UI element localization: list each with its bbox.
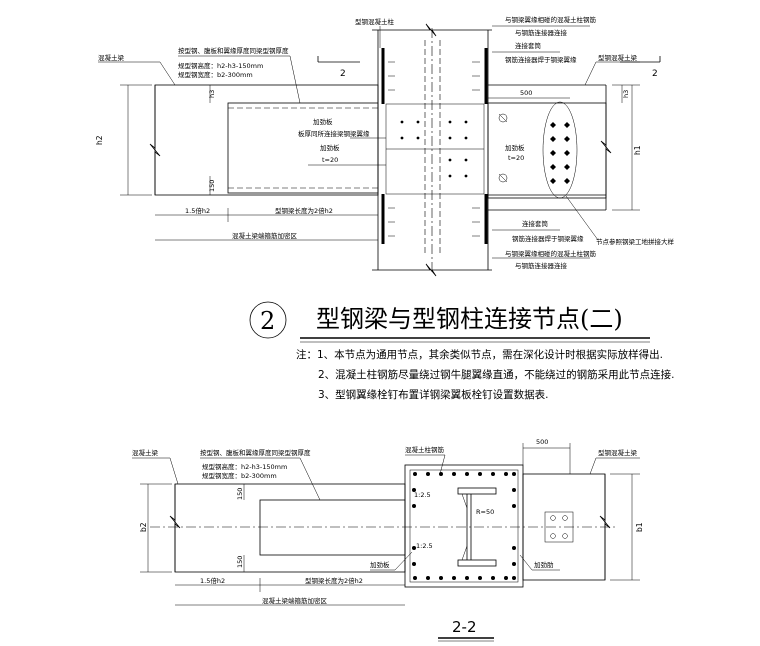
- label-bolt-note: 节点参照钢梁工地拼接大样: [596, 237, 675, 246]
- elevation-view: 2 2 h2 h3 150 h1 h3 500 1.5倍h2 型钢梁长度为2倍h…: [95, 15, 675, 277]
- slope-2: 1:2.5: [416, 542, 433, 550]
- note-line-2: 2、混凝土柱钢筋尽量绕过钢牛腿翼缘直通，不能绕过的钢筋采用此节点连接.: [318, 368, 675, 381]
- rebar-connectors: [498, 113, 508, 183]
- dim-500-section: 500: [536, 438, 548, 446]
- column-studs: [388, 61, 480, 237]
- section-column: [404, 464, 524, 588]
- drawing-title: 2 型钢梁与型钢柱连接节点(二): [249, 301, 650, 343]
- dim-b2: b2: [139, 522, 148, 532]
- dim-anchor-zone-top: 混凝土梁端箍筋加密区: [232, 231, 298, 240]
- section-column-rebars: [412, 472, 516, 580]
- label-t20-b: t=20: [508, 154, 524, 162]
- panel-bolts: [400, 120, 468, 178]
- dim-b1: b1: [635, 522, 644, 532]
- label-height-note-top: 按型钢、腹板和翼缘厚度同梁型钢厚度: [178, 46, 289, 55]
- label-connector-2: 连接套筒: [522, 219, 549, 228]
- left-beam-break: [149, 85, 161, 195]
- slope-1: 1:2.5: [414, 491, 431, 499]
- dim-150-left: 150: [208, 180, 216, 192]
- section-label-stiffener: 加劲板: [370, 560, 390, 569]
- column-break-bottom: [372, 263, 492, 277]
- note-line-1: 注：1、本节点为通用节点，其余类似节点，需在深化设计时根据实际放样得出.: [296, 348, 663, 361]
- section-label-steel-width: 规型钢宽度：b2-300mm: [202, 471, 277, 480]
- label-column-rebar-pass: 与钢梁翼缘相碰的混凝土柱钢筋: [505, 15, 597, 24]
- dim-anchor-zone-section: 混凝土梁端箍筋加密区: [262, 596, 328, 605]
- label-stiffener-1: 加劲板: [313, 117, 333, 126]
- label-column-rebar-connector: 与钢筋连接器连接: [515, 28, 568, 37]
- section-label-stiffener-rib: 加劲肋: [534, 560, 554, 569]
- title-circle-number: 2: [260, 307, 275, 335]
- title-circle: [249, 301, 287, 339]
- section-splice-plate: [544, 511, 574, 543]
- label-t20-a: t=20: [322, 156, 338, 164]
- splice-ellipse: [542, 101, 578, 199]
- label-column-rebar-connector-2: 与钢筋连接器连接: [515, 261, 568, 270]
- section-concrete-beam: [174, 483, 406, 573]
- section-label-steel-concrete-beam: 型钢混凝土梁: [598, 448, 638, 457]
- dim-150-bottom: 150: [236, 556, 244, 568]
- label-column-rebar-pass-2: 与钢梁翼缘相碰的混凝土柱钢筋: [505, 249, 597, 258]
- dim-h3-left: h3: [208, 90, 216, 98]
- note-line-3: 3、型钢翼缘栓钉布置详钢梁翼板栓钉设置数据表.: [318, 388, 549, 401]
- dim-beam-length-top: 型钢梁长度为2倍h2: [275, 206, 333, 215]
- label-rebar-connector-flange: 钢筋连接器焊于钢梁翼缘: [505, 55, 577, 64]
- notes: 注：1、本节点为通用节点，其余类似节点，需在深化设计时根据实际放样得出. 2、混…: [296, 348, 675, 401]
- label-stiffener-2: 加劲板: [320, 143, 340, 152]
- label-concrete-beam-top: 混凝土梁: [98, 53, 125, 62]
- section-h-bottom-flange: [457, 559, 497, 567]
- label-stiffener-note: 板厚同所连接梁钢梁翼缘: [298, 129, 370, 138]
- section-mark-left: 2: [340, 69, 346, 79]
- label-steel-width-top: 规型钢宽度：b2-300mm: [178, 70, 253, 79]
- label-steel-height-top: 规型钢高度：h2-h3-150mm: [178, 61, 263, 70]
- dim-h3-right: h3: [622, 90, 630, 98]
- title-text: 型钢梁与型钢柱连接节点(二): [316, 305, 623, 333]
- section-steel-beam: [259, 499, 406, 556]
- splice-bolts: [550, 122, 570, 184]
- left-concrete-beam-outline: [154, 84, 379, 196]
- label-rebar-connector-2: 钢筋连接器焊于钢梁翼缘: [512, 234, 584, 243]
- dim-h2: h2: [95, 135, 104, 145]
- label-steel-concrete-column: 型钢混凝土柱: [355, 17, 395, 26]
- section-title: 2-2: [452, 618, 477, 636]
- dim-h1: h1: [633, 145, 642, 155]
- dim-15h2-top: 1.5倍h2: [185, 206, 210, 215]
- section-h-top-flange: [457, 487, 497, 495]
- section-2-2-view: b2 150 150 b1 500 1:2.5 1:2.5 R=50 1.5倍h…: [132, 438, 644, 642]
- label-connector-1: 连接套筒: [515, 41, 542, 50]
- label-steel-concrete-beam-top: 型钢混凝土梁: [598, 53, 638, 62]
- section-label-steel-height: 规型钢高度：h2-h3-150mm: [202, 462, 287, 471]
- section-mark-right: 2: [652, 69, 658, 79]
- section-label-concrete-beam: 混凝土梁: [132, 448, 159, 457]
- section-label-column-rebar: 混凝土柱钢筋: [405, 445, 445, 454]
- radius-label: R=50: [476, 508, 494, 516]
- label-stiffener-right: 加劲板: [505, 143, 525, 152]
- dim-beam-length-section: 型钢梁长度为2倍h2: [305, 576, 363, 585]
- dim-15h2-section: 1.5倍h2: [200, 576, 225, 585]
- right-beam-break: [600, 85, 612, 210]
- column-break-top: [372, 23, 492, 37]
- left-steel-beam: [227, 102, 379, 194]
- dim-150-top: 150: [236, 488, 244, 500]
- dim-500-top: 500: [520, 89, 532, 97]
- section-label-height-note: 按型钢、腹板和翼缘厚度同梁型钢厚度: [200, 448, 311, 457]
